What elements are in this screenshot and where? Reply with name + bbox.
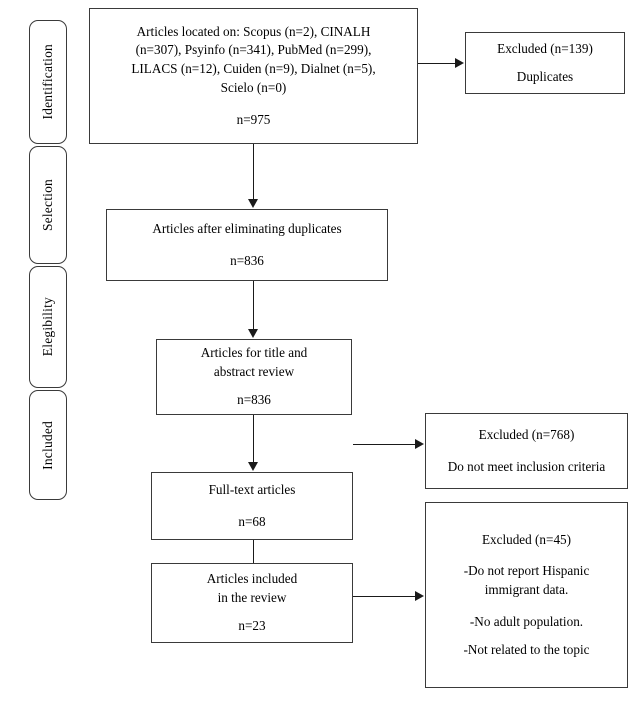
arrowhead-to-duplicates [455, 58, 464, 68]
stage-tab-included: Included [29, 390, 67, 500]
arrowhead-to-excluded-other [415, 591, 424, 601]
identification-line-1: Articles located on: Scopus (n=2), CINAL… [136, 23, 371, 39]
identification-line-4: Scielo (n=0) [220, 79, 287, 95]
full-text-text: Full-text articles [208, 481, 296, 497]
node-articles-included: Articles included in the review n=23 [151, 563, 353, 643]
connector-identification-to-duplicates [418, 63, 456, 64]
arrowhead-to-after-duplicates [248, 199, 258, 208]
arrowhead-to-title-abstract [248, 329, 258, 338]
node-excluded-duplicates: Excluded (n=139) Duplicates [465, 32, 625, 94]
identification-line-2: (n=307), Psyinfo (n=341), PubMed (n=299)… [135, 42, 372, 58]
stage-tab-selection: Selection [29, 146, 67, 264]
full-text-count: n=68 [238, 513, 266, 529]
identification-count: n=975 [236, 111, 271, 127]
node-title-abstract-review: Articles for title and abstract review n… [156, 339, 352, 415]
title-abstract-line-1: Articles for title and [200, 345, 308, 361]
connector-after-duplicates-to-title-abstract [253, 281, 254, 330]
excluded-other-reason-3: -Not related to the topic [463, 641, 590, 657]
title-abstract-line-2: abstract review [213, 364, 295, 380]
stage-tab-identification: Identification [29, 20, 67, 144]
title-abstract-count: n=836 [237, 391, 271, 407]
node-full-text-articles: Full-text articles n=68 [151, 472, 353, 540]
included-count: n=23 [238, 617, 266, 633]
excluded-duplicates-count: Excluded (n=139) [497, 40, 593, 56]
excluded-inclusion-count: Excluded (n=768) [478, 426, 575, 442]
arrowhead-to-full-text [248, 462, 258, 471]
arrowhead-to-excluded-inclusion [415, 439, 424, 449]
excluded-duplicates-reason: Duplicates [516, 68, 574, 84]
after-duplicates-count: n=836 [230, 252, 264, 268]
connector-title-abstract-to-full-text [253, 415, 254, 463]
excluded-inclusion-reason: Do not meet inclusion criteria [447, 458, 606, 474]
connector-identification-to-after-duplicates [253, 144, 254, 200]
after-duplicates-text: Articles after eliminating duplicates [152, 220, 342, 236]
stage-tab-elegibility-label: Elegibility [40, 297, 56, 357]
excluded-other-reason-1: -Do not report Hispanic [463, 563, 590, 579]
included-line-1: Articles included [206, 571, 298, 587]
excluded-other-reason-2: -No adult population. [469, 613, 584, 629]
stage-tab-elegibility: Elegibility [29, 266, 67, 388]
node-excluded-other-reasons: Excluded (n=45) -Do not report Hispanic … [425, 502, 628, 688]
excluded-other-reason-1b: immigrant data. [484, 582, 569, 598]
stage-tab-identification-label: Identification [40, 44, 56, 120]
included-line-2: in the review [217, 590, 287, 606]
node-excluded-inclusion-criteria: Excluded (n=768) Do not meet inclusion c… [425, 413, 628, 489]
node-after-duplicates: Articles after eliminating duplicates n=… [106, 209, 388, 281]
stage-tab-included-label: Included [40, 420, 56, 470]
connector-included-to-excluded-other [353, 596, 416, 597]
excluded-other-count: Excluded (n=45) [481, 531, 572, 547]
connector-full-text-to-excluded-inclusion [353, 444, 416, 445]
stage-tab-selection-label: Selection [40, 178, 56, 232]
identification-line-3: LILACS (n=12), Cuiden (n=9), Dialnet (n=… [131, 61, 376, 77]
node-identification-sources: Articles located on: Scopus (n=2), CINAL… [89, 8, 418, 144]
